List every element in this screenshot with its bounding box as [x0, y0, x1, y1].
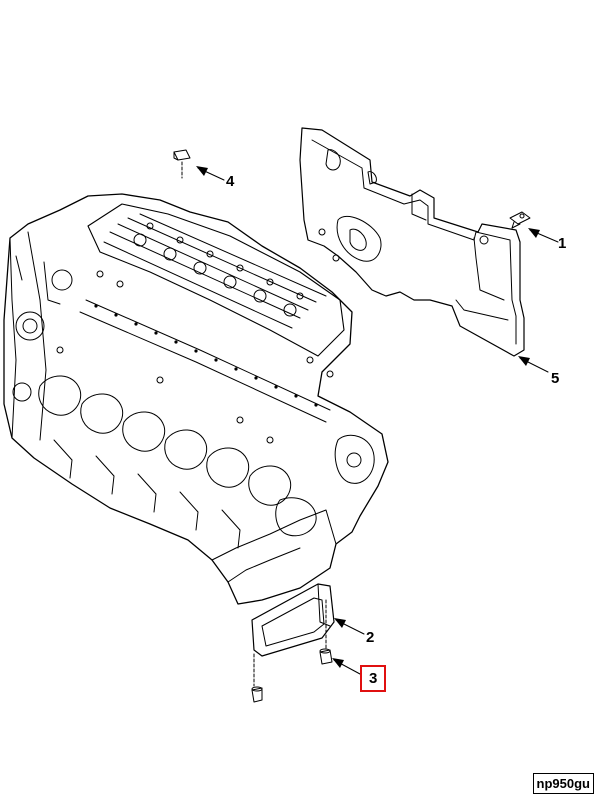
leader-arrows [197, 167, 559, 675]
pin-part-4 [173, 149, 191, 161]
cover-plate-part-2 [251, 583, 335, 657]
dowel-part-3 [251, 648, 333, 703]
callout-5: 5 [551, 370, 560, 387]
figure-id-label: np950gu [532, 773, 594, 794]
callout-3-highlighted: 3 [360, 665, 387, 692]
bolt-part-1 [509, 211, 531, 229]
callout-4: 4 [226, 173, 235, 190]
rear-cover-part-5 [299, 127, 525, 357]
engine-block [3, 193, 389, 605]
callout-1: 1 [558, 235, 567, 252]
callout-2: 2 [366, 629, 375, 646]
